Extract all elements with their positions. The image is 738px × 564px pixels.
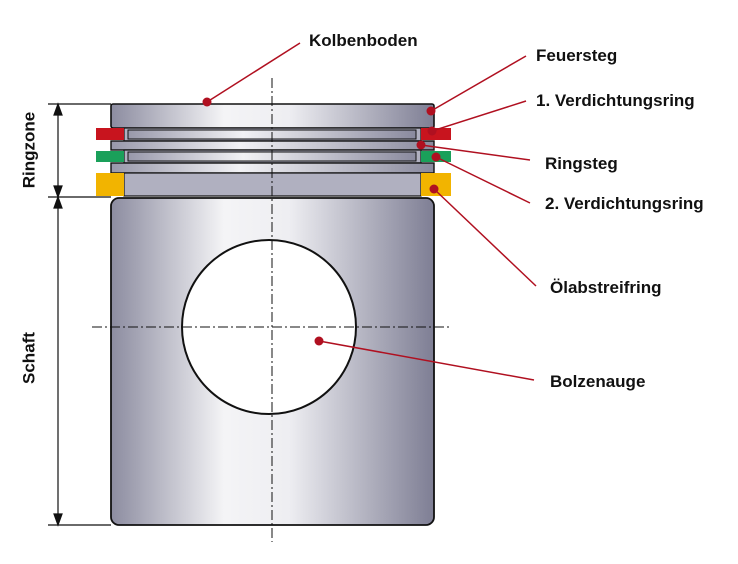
label-bolzenauge: Bolzenauge	[550, 372, 646, 391]
label-ringsteg: Ringsteg	[545, 154, 618, 173]
label-oelabstreifring: Ölabstreifring	[550, 278, 662, 297]
dimension-schaft	[48, 195, 111, 527]
oil-scraper-ring	[96, 173, 451, 196]
leader-dots	[202, 97, 441, 346]
label-kolbenboden: Kolbenboden	[309, 31, 418, 50]
label-feuersteg: Feuersteg	[536, 46, 618, 65]
leader-lines	[206, 42, 537, 381]
label-ring2: 2. Verdichtungsring	[545, 194, 704, 213]
label-ringzone: Ringzone	[19, 111, 39, 189]
dimension-ringzone	[48, 102, 111, 199]
label-ring1: 1. Verdichtungsring	[536, 91, 695, 110]
label-schaft: Schaft	[19, 332, 39, 384]
